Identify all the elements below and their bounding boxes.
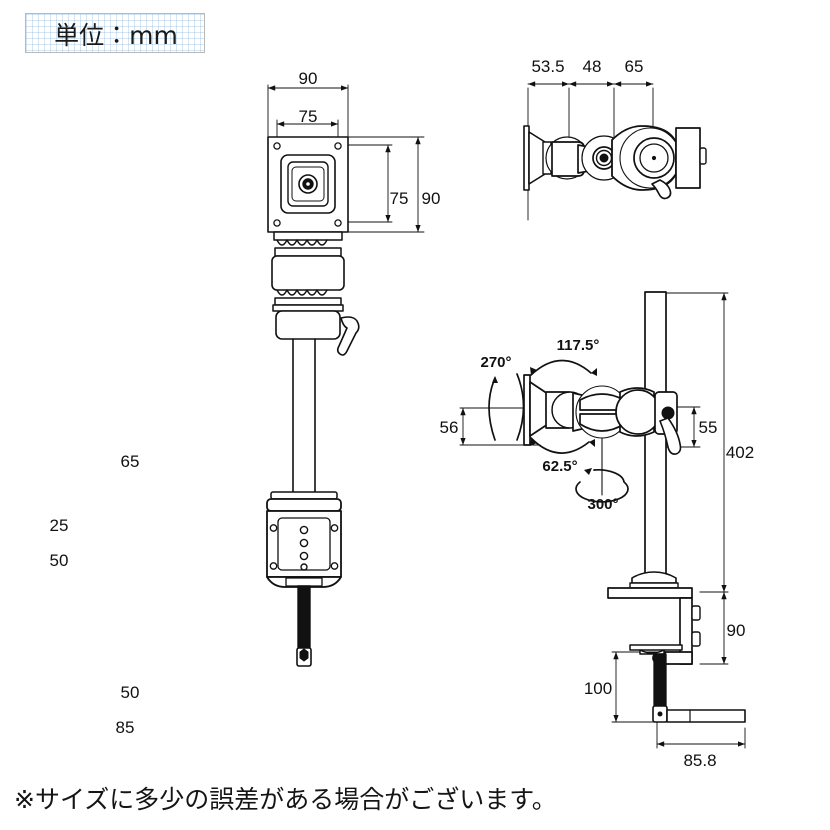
dim-858-clamp — [656, 721, 746, 749]
unit-label-text: 単位：mm — [54, 21, 178, 50]
arc-62 — [530, 437, 595, 454]
dim-label-arm-seg-b: 48 — [582, 57, 602, 76]
dim-label-clamp-depth: 85.8 — [683, 751, 717, 770]
arc-117 — [530, 359, 597, 376]
dim-label-base-hole-top-gap: 25 — [49, 516, 69, 535]
dim-label-vesa-outer-height: 90 — [421, 189, 441, 208]
dim-label-vesa-outer-width: 90 — [298, 69, 318, 88]
dim-label-arm-seg-a: 53.5 — [531, 57, 565, 76]
dim-label-base-inner-width: 50 — [120, 683, 140, 702]
dim-label-swivel-pole: 300° — [587, 496, 619, 513]
arc-270 — [488, 373, 525, 441]
view-desk-clamp — [607, 571, 746, 749]
dim-label-vesa-hole-width: 75 — [298, 107, 318, 126]
dim-label-base-outer-width: 85 — [115, 718, 135, 737]
dim-label-arm-seg-c: 65 — [624, 57, 644, 76]
dim-label-pole-height: 402 — [725, 443, 755, 462]
tolerance-note: ※サイズに多少の誤差がある場合がございます。 — [14, 785, 557, 814]
dim-90-width — [267, 84, 349, 141]
dim-label-tilt-up: 117.5° — [556, 337, 600, 354]
dim-label-arm-to-pole: 55 — [698, 418, 718, 437]
view-arm-angles — [459, 291, 729, 593]
dim-label-mount-depth: 56 — [439, 418, 459, 437]
dim-label-tilt-down: 62.5° — [542, 458, 578, 475]
arc-300-rotation — [575, 429, 629, 503]
dim-label-rotate-mount: 270° — [480, 354, 512, 371]
dim-label-base-hole-pitch: 50 — [49, 551, 69, 570]
dim-label-base-hole-width: 65 — [120, 452, 140, 471]
unit-label-box: 単位：mm — [25, 13, 205, 53]
view-arm-folded — [523, 81, 707, 221]
dim-label-clamp-open: 100 — [583, 679, 613, 698]
dim-label-clamp-throat: 90 — [726, 621, 746, 640]
dim-label-vesa-hole-height: 75 — [389, 189, 409, 208]
view-vesa-front — [266, 84, 425, 667]
dim-90-clamp — [699, 591, 729, 665]
